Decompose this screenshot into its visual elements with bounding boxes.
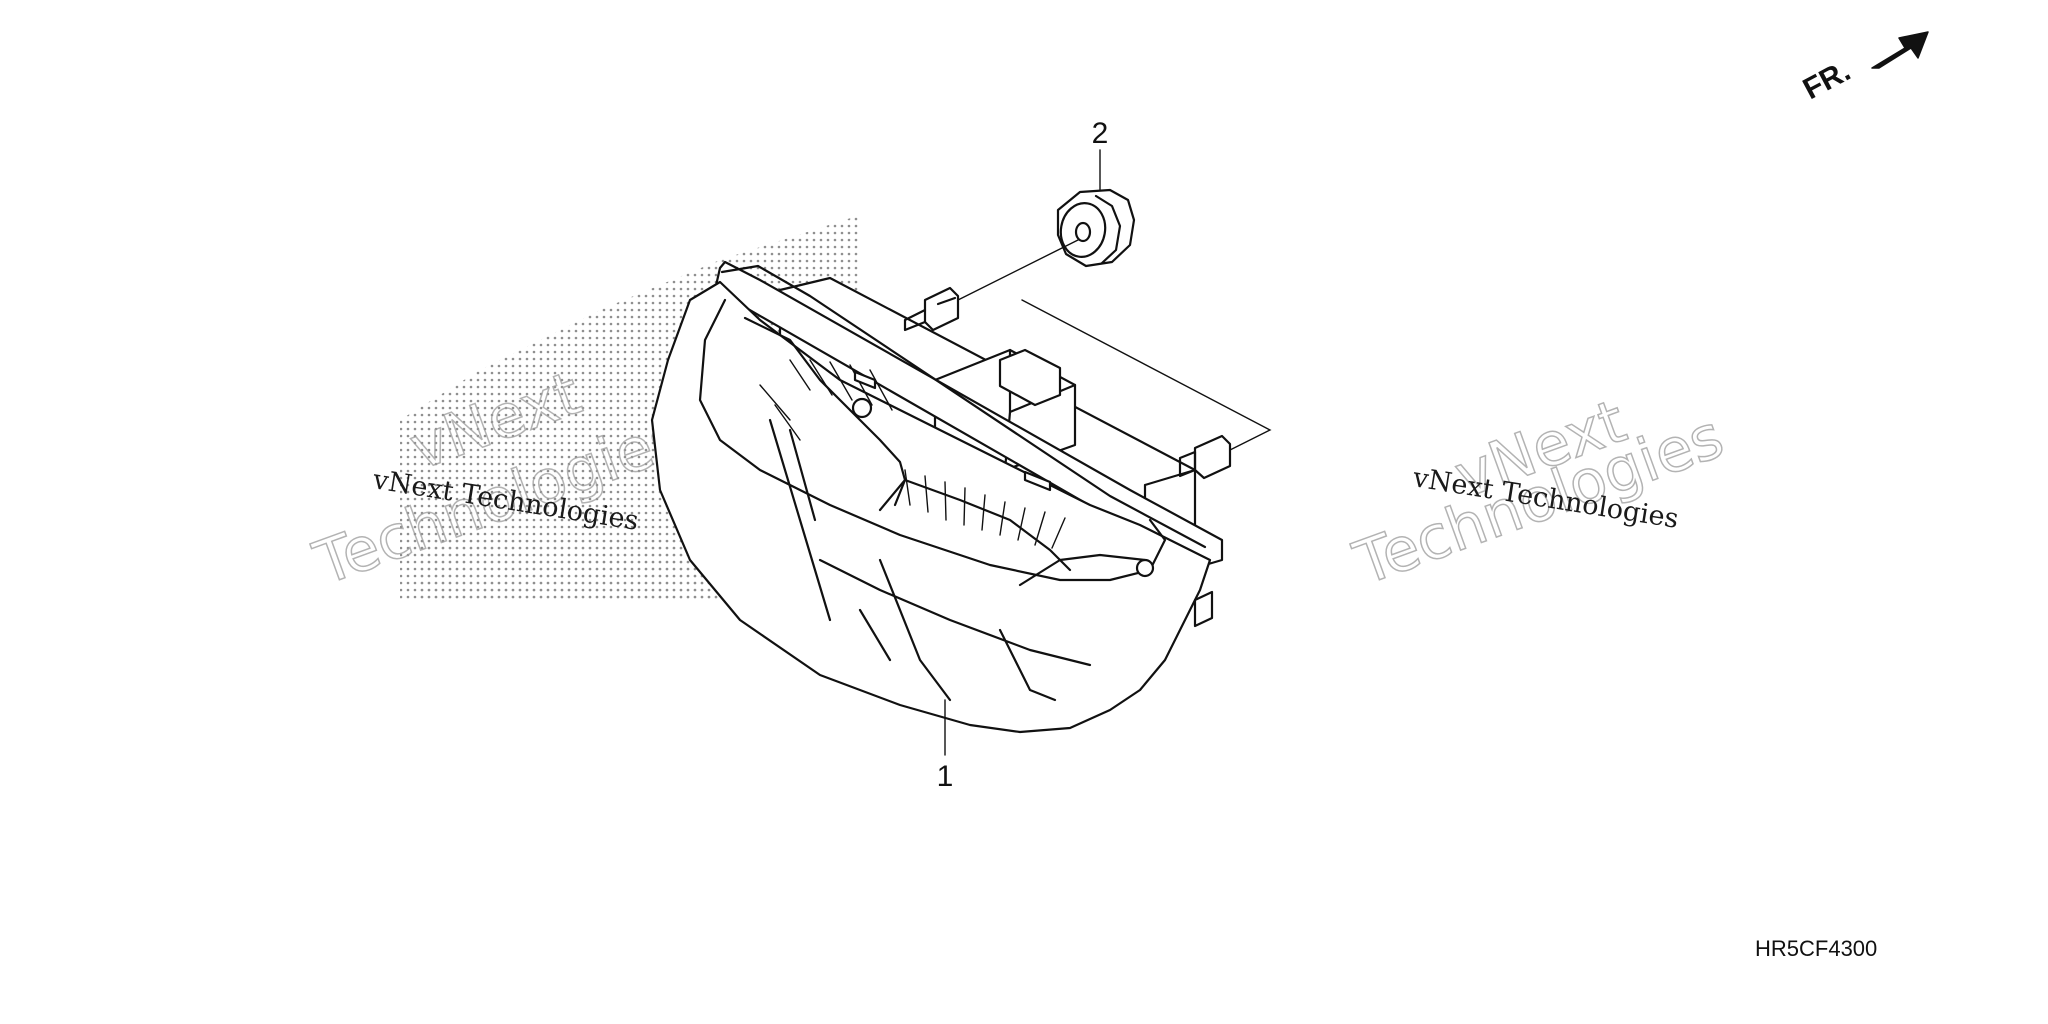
callout-label-1: 1: [937, 760, 954, 793]
watermark-right: vNext Technologies vNext Technologies: [1344, 386, 1733, 601]
mounting-stud-upper: [903, 286, 960, 332]
front-direction-arrow-icon: [1871, 31, 1929, 69]
callout-label-2: 2: [1092, 117, 1109, 150]
rubber-grommet: [1056, 188, 1136, 268]
part-code: HR5CF4300: [1755, 936, 1877, 961]
front-direction-label: FR.: [1798, 54, 1856, 106]
front-direction-marker: FR.: [1798, 31, 1929, 106]
mounting-stud-lower: [1178, 434, 1232, 480]
leader-lines: [944, 149, 1272, 756]
tail-light-assembly: [650, 260, 1232, 734]
